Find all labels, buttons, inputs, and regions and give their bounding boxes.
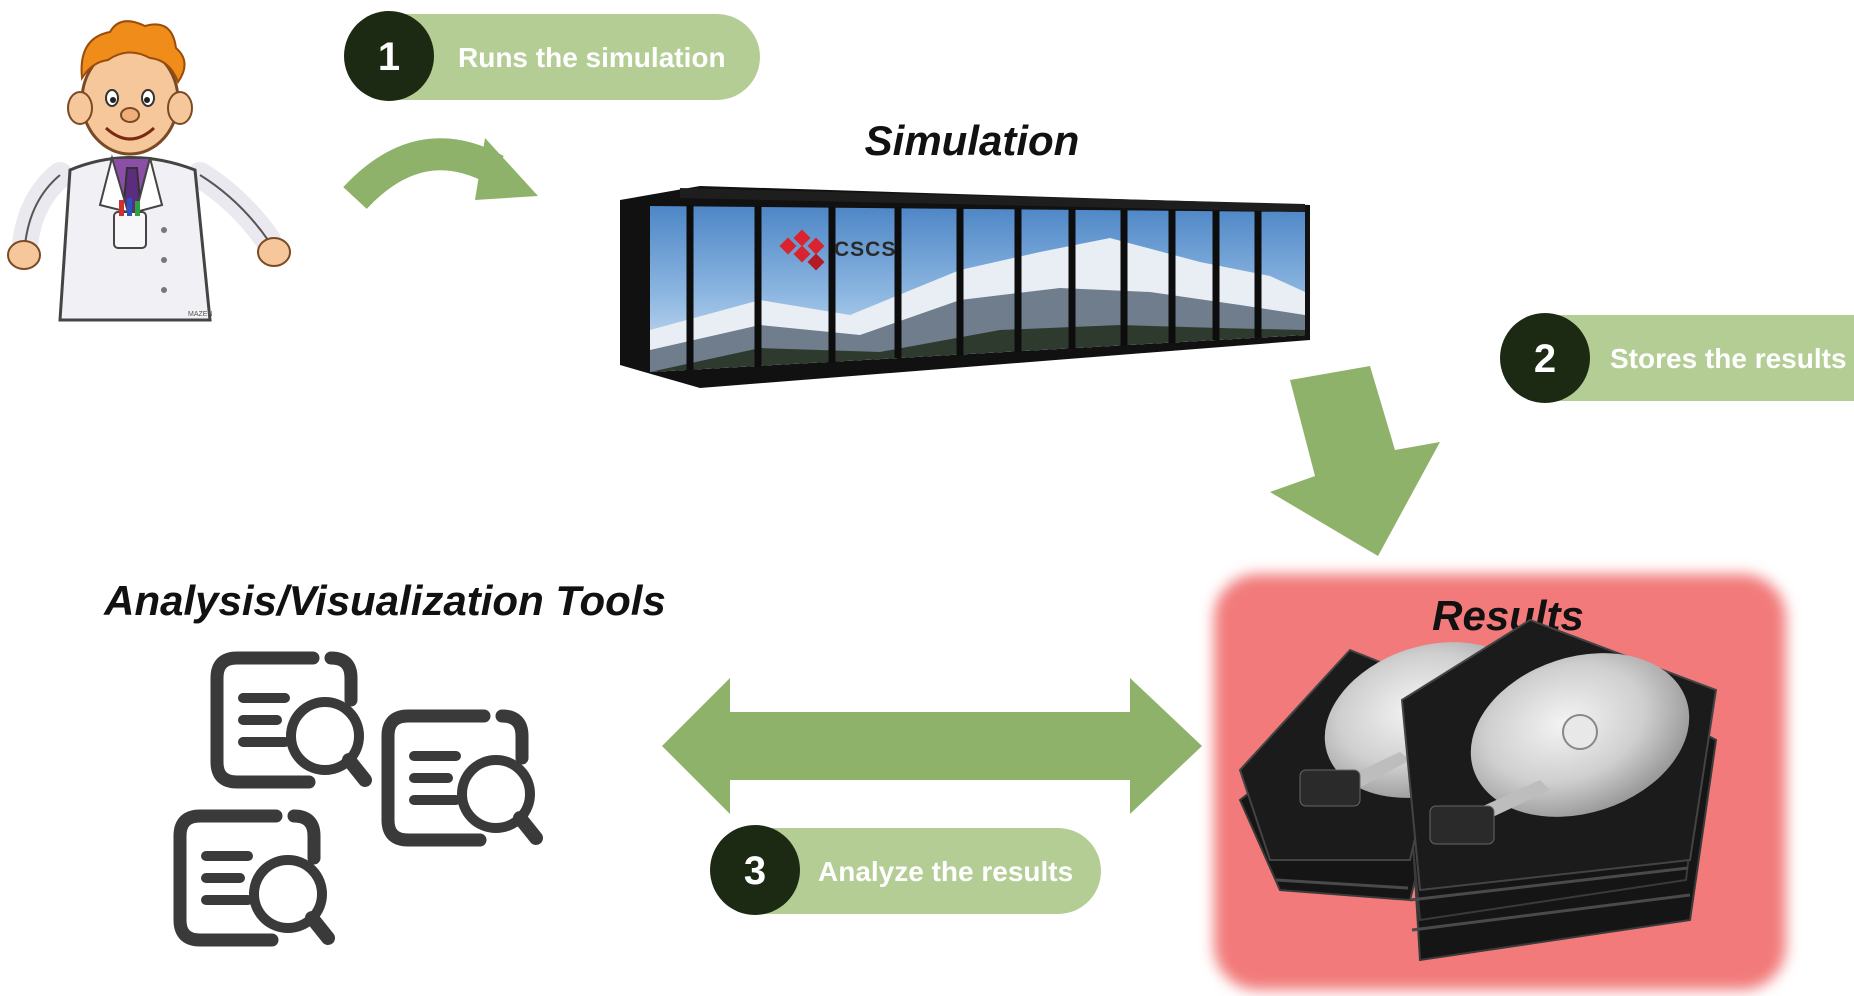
step-3-badge [710, 825, 800, 915]
step-3-number: 3 [744, 849, 766, 893]
hard-drives-image [1238, 618, 1718, 962]
analysis-tool-icon-3 [180, 816, 328, 940]
tools-heading: Analysis/Visualization Tools [103, 577, 666, 624]
step-1-label: Runs the simulation 1 [344, 11, 760, 101]
simulation-heading: Simulation [865, 117, 1080, 164]
results-panel: Results [1214, 574, 1786, 990]
arrow-store-results [1270, 366, 1440, 556]
arrow-analyze-results [662, 678, 1202, 814]
step-2-badge [1500, 313, 1590, 403]
supercomputer-image: CSCS [620, 186, 1310, 388]
step-2-label: Stores the results 2 [1500, 313, 1854, 403]
analysis-tool-icon-1 [217, 658, 365, 782]
cscs-logo-text: CSCS [834, 238, 896, 261]
step-1-text: Runs the simulation [458, 42, 726, 73]
scientist-illustration: MAZEN [7, 20, 291, 322]
step-3-text: Analyze the results [818, 856, 1073, 887]
step-3-label: Analyze the results 3 [710, 825, 1101, 915]
artist-signature: MAZEN [188, 311, 213, 318]
cscs-logo: CSCS [779, 229, 896, 271]
analysis-tool-icon-2 [388, 716, 536, 840]
step-2-text: Stores the results [1610, 343, 1847, 374]
step-2-number: 2 [1534, 337, 1556, 381]
step-1-number: 1 [378, 35, 400, 79]
step-1-badge [344, 11, 434, 101]
arrow-run-simulation [343, 138, 538, 210]
